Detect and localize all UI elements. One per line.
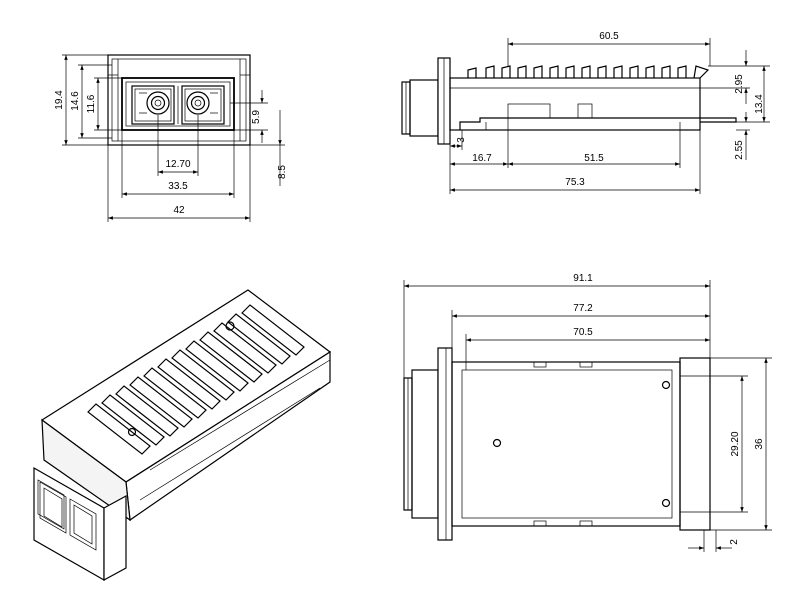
dim-front-height-port: 11.6	[86, 94, 97, 113]
sc-port-right	[181, 85, 225, 125]
top-body	[451, 361, 681, 527]
iso-fins	[87, 304, 305, 455]
dim-top-length-total: 91.1	[573, 273, 593, 284]
dim-top-tab: 2	[729, 539, 740, 545]
dim-side-length-body: 75.3	[565, 177, 585, 188]
dim-front-width-total: 42	[173, 205, 185, 216]
front-outer-body	[107, 54, 251, 146]
dim-side-body-height: 13.4	[754, 94, 765, 114]
dim-top-width-total: 36	[754, 438, 765, 450]
dim-front-port-offset: 5.9	[251, 110, 262, 124]
dim-top-length-inner: 70.5	[573, 327, 593, 338]
dim-side-front-section: 16.7	[472, 153, 492, 164]
iso-connector	[33, 466, 127, 582]
side-body	[449, 77, 701, 131]
dim-side-mid-section: 51.5	[584, 153, 604, 164]
side-view: 60.5 2.95 13.4 2.55 3 16.7 51.5 75.3	[401, 31, 770, 194]
isometric-view	[33, 289, 332, 582]
dim-front-port-pitch: 12.70	[165, 159, 190, 170]
dim-front-height-inner: 14.6	[70, 91, 81, 111]
dim-front-bottom-offset: 8.5	[277, 165, 288, 179]
front-view: 19.4 14.6 11.6 5.9 8.5 12.70 33.5 42	[54, 54, 288, 222]
dim-front-port-span: 33.5	[168, 181, 188, 192]
dim-side-flange: 3	[456, 137, 467, 143]
sc-port-left	[131, 85, 175, 125]
dim-side-rail-height: 2.55	[734, 140, 745, 160]
dim-top-length-mid: 77.2	[573, 303, 593, 314]
dim-front-height-outer: 19.4	[54, 90, 65, 110]
top-flange	[437, 347, 453, 541]
top-view: 91.1 77.2 70.5 29.20 36 2	[403, 273, 772, 552]
dim-top-width-inner: 29.20	[730, 431, 741, 456]
front-connector-housing	[121, 77, 235, 131]
side-fins	[467, 65, 710, 79]
dim-side-fin-length: 60.5	[599, 31, 619, 42]
dim-side-fin-height: 2.95	[734, 74, 745, 94]
